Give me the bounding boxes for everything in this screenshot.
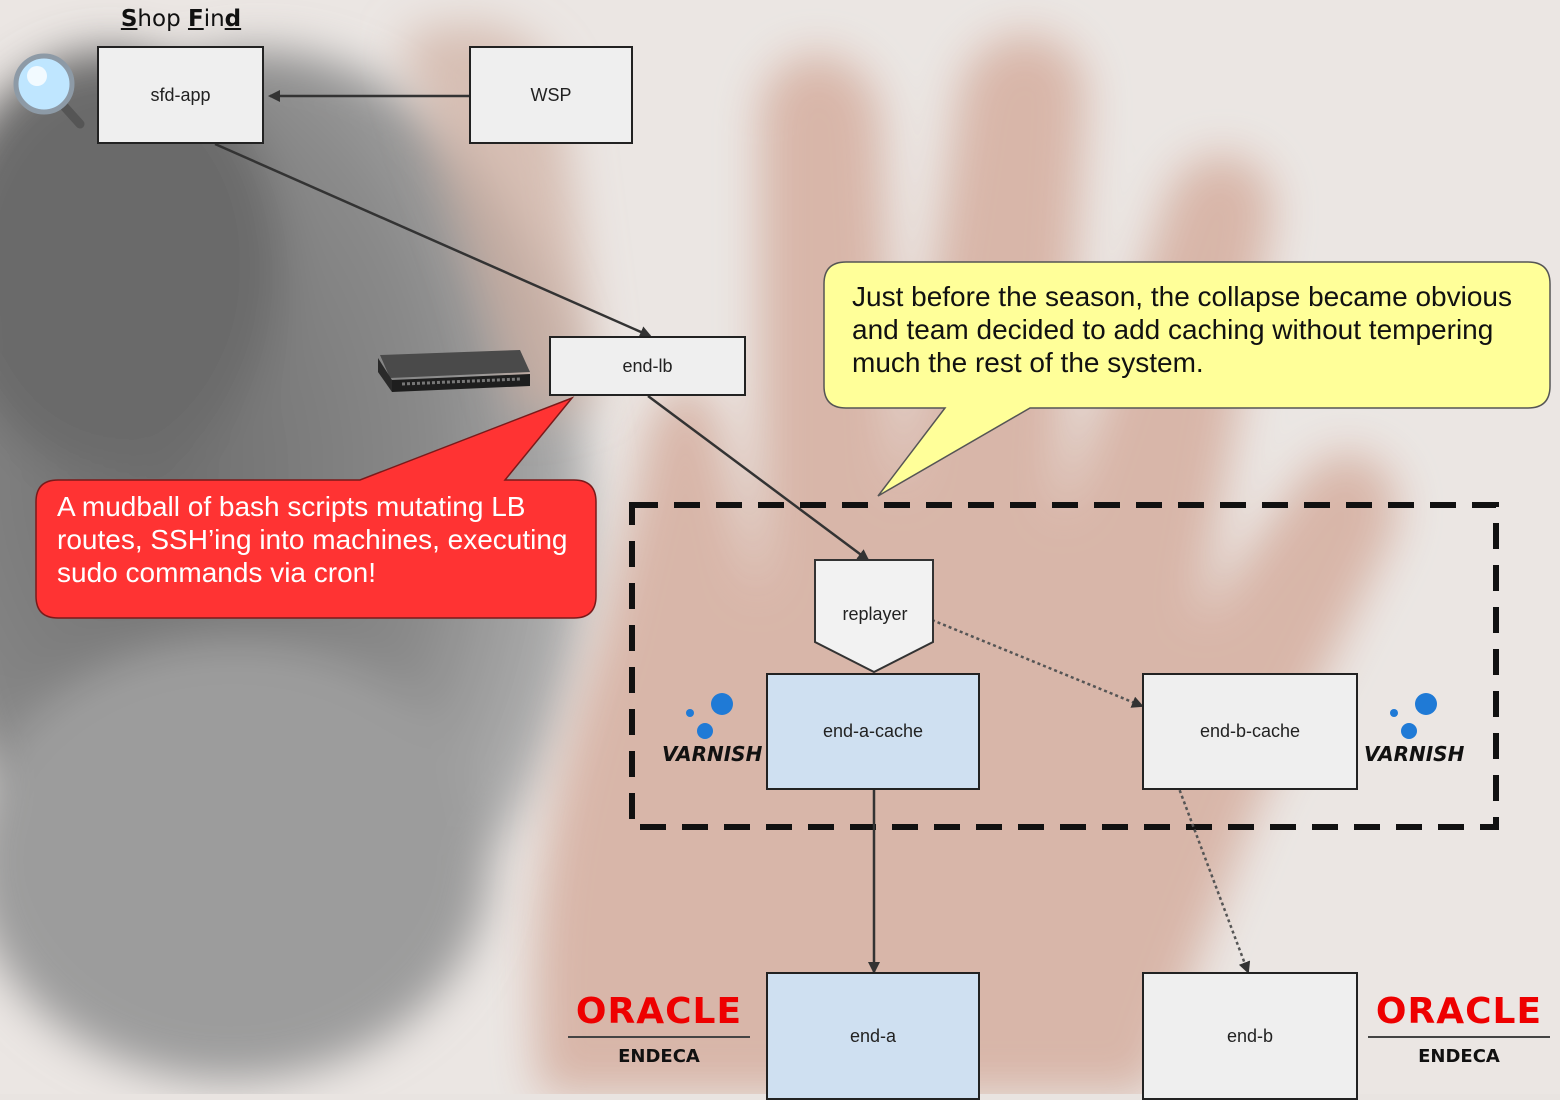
node-end-lb: end-lb — [549, 336, 746, 396]
magnifier-icon — [13, 53, 85, 129]
yellow-callout-bubble — [823, 261, 1551, 497]
node-sfd-app: sfd-app — [97, 46, 264, 144]
varnish-wordmark-left: VARNISH — [662, 742, 763, 766]
node-end-a-cache: end-a-cache — [766, 673, 980, 790]
network-switch-icon — [378, 350, 530, 392]
title-rest-2: in — [203, 6, 225, 32]
oracle-wordmark-left: ORACLE — [575, 991, 743, 1032]
varnish-logo-icon-left — [686, 693, 733, 739]
node-end-a: end-a — [766, 972, 980, 1100]
varnish-wordmark-right: VARNISH — [1364, 742, 1465, 766]
endeca-wordmark-left: ENDECA — [618, 1046, 700, 1067]
red-callout-bubble — [35, 396, 597, 619]
replayer-shape — [814, 559, 934, 674]
oracle-wordmark-right: ORACLE — [1375, 991, 1543, 1032]
title-final-d: d — [224, 6, 242, 32]
cache-group-boundary — [629, 502, 1499, 830]
diagram-title: Shop Find — [96, 6, 266, 32]
edge-end-lb-to-replayer — [647, 394, 870, 562]
red-callout-text: A mudball of bash scripts mutating LB ro… — [57, 491, 568, 589]
oracle-logo-icon-left: ORACLE ENDECA — [564, 994, 754, 1067]
yellow-callout-text: Just before the season, the collapse bec… — [852, 281, 1512, 379]
oracle-rule-left — [568, 1036, 750, 1038]
title-initial-s: S — [120, 6, 138, 32]
oracle-rule-right — [1368, 1036, 1550, 1038]
oracle-logo-icon-right: ORACLE ENDECA — [1364, 994, 1554, 1067]
node-end-b: end-b — [1142, 972, 1358, 1100]
title-rest-1: hop — [137, 6, 188, 32]
node-wsp: WSP — [469, 46, 633, 144]
node-replayer-label: replayer — [842, 604, 908, 624]
edge-sfd-app-to-end-lb — [214, 142, 652, 338]
varnish-logo-icon-right — [1390, 693, 1437, 739]
edge-end-b-cache-to-end-b — [1146, 705, 1251, 974]
edge-replayer-to-end-b-cache — [931, 618, 1144, 708]
title-initial-f: F — [187, 6, 204, 32]
node-end-b-cache: end-b-cache — [1142, 673, 1358, 790]
endeca-wordmark-right: ENDECA — [1418, 1046, 1500, 1067]
